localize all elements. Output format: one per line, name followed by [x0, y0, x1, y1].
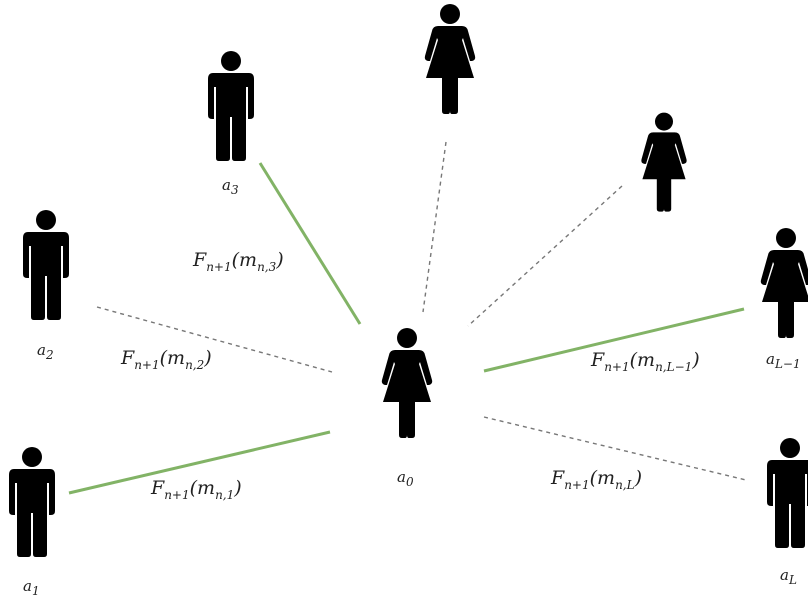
edge-label-aL: Fn+1(mn,L)	[550, 467, 642, 492]
female-person-icon	[760, 228, 808, 338]
node-label-aL: aL	[780, 566, 797, 587]
male-person-icon	[23, 210, 69, 320]
node-label-aL1: aL−1	[766, 350, 801, 371]
dashed-edge-a2	[96, 306, 333, 373]
dashed-edge-right-female	[467, 185, 623, 327]
edge-label-a3: Fn+1(mn,3)	[192, 249, 284, 274]
edge-label-a1: Fn+1(mn,1)	[150, 477, 242, 502]
solid-edge-a3	[258, 162, 362, 325]
node-label-a1: a1	[23, 577, 40, 595]
male-person-icon	[767, 438, 808, 548]
solid-edge-a1	[68, 430, 331, 495]
solid-edge-aL1	[483, 307, 745, 373]
female-person-icon	[641, 112, 687, 212]
edge-label-a2: Fn+1(mn,2)	[120, 347, 212, 372]
dashed-edge-top-female	[422, 141, 447, 313]
female-person-icon	[381, 328, 433, 438]
male-person-icon	[9, 447, 55, 557]
edge-label-aL1: Fn+1(mn,L−1)	[590, 349, 700, 374]
node-label-a2: a2	[37, 341, 54, 362]
node-label-a0: a0	[397, 468, 414, 489]
female-person-icon	[424, 4, 476, 114]
male-person-icon	[208, 51, 254, 161]
node-label-a3: a3	[222, 176, 239, 197]
dashed-edge-aL	[483, 416, 747, 481]
